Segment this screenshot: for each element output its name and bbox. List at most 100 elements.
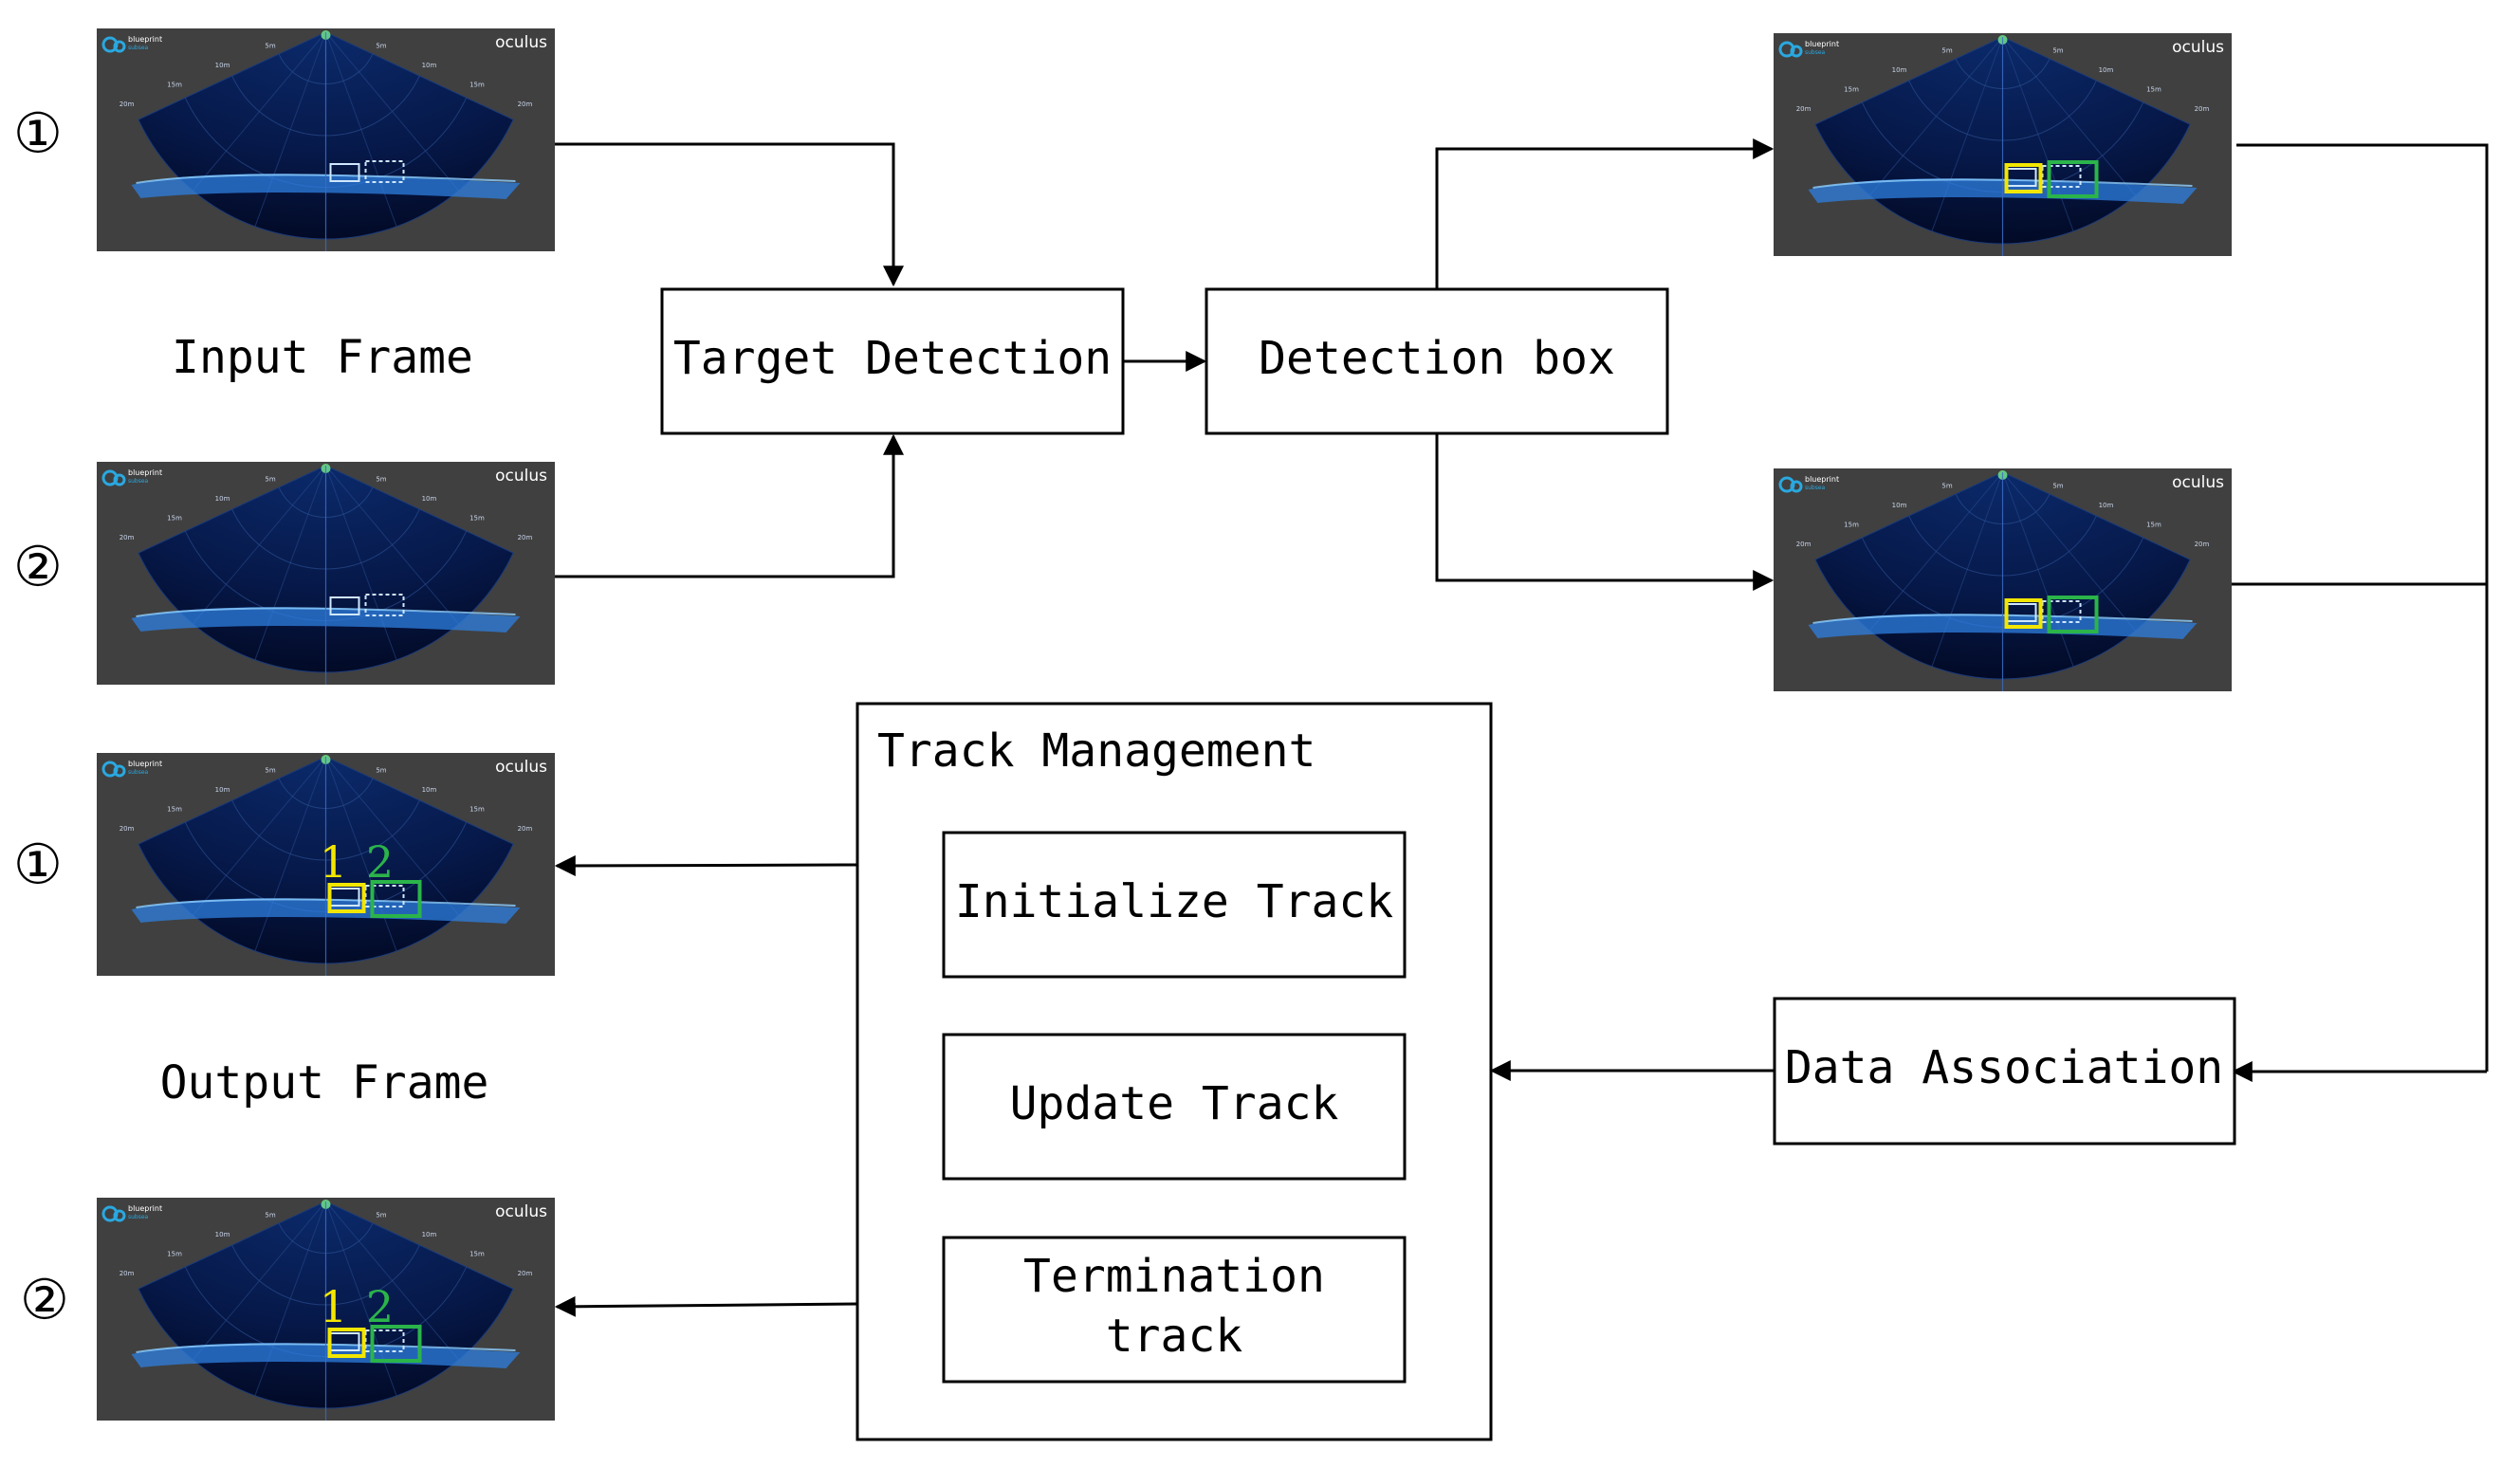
range-label: 15m <box>167 806 182 814</box>
detection-box-green <box>370 1325 422 1363</box>
oculus-logo: oculus <box>495 33 547 52</box>
detection-box-green <box>2047 596 2099 633</box>
detection-box-green <box>370 880 422 918</box>
bearing-line <box>2002 36 2074 232</box>
range-label: 5m <box>376 767 386 775</box>
range-label: 15m <box>469 82 485 89</box>
range-label: 10m <box>422 495 437 503</box>
range-label: 10m <box>215 786 230 794</box>
logo-mark <box>1778 41 1795 58</box>
marker-output-2: ② <box>20 1269 69 1330</box>
bearing-line <box>325 465 460 625</box>
range-label: 5m <box>2052 483 2063 490</box>
range-label: 5m <box>1941 483 1952 490</box>
oculus-logo: oculus <box>495 758 547 777</box>
track-id-1: 1 <box>320 1281 347 1332</box>
logo-mark <box>1790 480 1803 493</box>
logo-mark <box>1790 45 1803 58</box>
range-label: 5m <box>376 476 386 484</box>
range-label: 5m <box>265 767 275 775</box>
target-echo-2 <box>364 594 405 616</box>
range-label: 20m <box>518 825 533 833</box>
input-frame-label: Input Frame <box>172 331 473 384</box>
process-boxes <box>660 287 2236 1441</box>
target-detection-box <box>660 287 1125 435</box>
range-label: 10m <box>422 62 437 69</box>
range-label: 15m <box>469 515 485 523</box>
range-label: 20m <box>120 534 135 541</box>
logo-mark <box>101 469 119 486</box>
logo-mark <box>113 1209 126 1222</box>
range-label: 20m <box>518 1270 533 1277</box>
logo-text: blueprint <box>1805 475 1839 484</box>
arrow-track-to-output1 <box>554 854 858 876</box>
marker-output-1: ① <box>13 834 63 895</box>
update-track-label: Update Track <box>1010 1077 1339 1130</box>
logo-text: blueprint <box>128 35 162 44</box>
range-label: 20m <box>518 101 533 108</box>
seabed-highlight <box>1812 614 2193 624</box>
arrow-box-to-detected1 <box>1435 138 1775 289</box>
bearing-line <box>325 31 460 192</box>
range-label: 10m <box>422 786 437 794</box>
bearing-line <box>2002 36 2137 196</box>
frame-markers: ① ② ① ② <box>13 102 69 1330</box>
logo-mark <box>113 473 126 486</box>
range-label: 5m <box>265 476 275 484</box>
seabed-highlight <box>1812 178 2193 189</box>
arrow-box-to-detected2 <box>1435 433 1775 591</box>
frame-captions: Input Frame Output Frame <box>160 331 489 1109</box>
termination-track-label-line2: track <box>1106 1310 1243 1363</box>
connectors <box>554 138 2489 1317</box>
bearing-line <box>325 1201 460 1361</box>
range-label: 10m <box>1892 66 1907 74</box>
termination-track-box <box>942 1236 1407 1384</box>
bearing-line <box>325 756 397 952</box>
range-label: 15m <box>167 82 182 89</box>
range-label: 10m <box>2099 66 2114 74</box>
line-detected1-right <box>2236 143 2489 1072</box>
detection-box-yellow <box>327 1328 366 1358</box>
logo-mark <box>101 36 119 53</box>
detection-box-yellow <box>327 883 366 913</box>
bearing-line <box>1868 471 2003 632</box>
track-management-label: Track Management <box>877 724 1315 778</box>
bearing-line <box>325 756 460 916</box>
seabed-highlight <box>136 898 516 908</box>
range-label: 15m <box>469 806 485 814</box>
range-label: 5m <box>265 43 275 50</box>
logo-subtext: subsea <box>128 45 149 51</box>
bearing-line <box>254 465 326 661</box>
logo-subtext: subsea <box>128 769 149 776</box>
seabed-highlight <box>136 174 516 184</box>
bearing-line <box>254 756 326 952</box>
logo-mark <box>101 1205 119 1222</box>
logo-subtext: subsea <box>1805 485 1826 491</box>
range-label: 15m <box>2146 86 2161 94</box>
range-label: 10m <box>422 1231 437 1238</box>
target-echo-2 <box>364 160 405 183</box>
target-echo-1 <box>329 163 360 182</box>
logo-mark <box>113 764 126 778</box>
bearing-line <box>192 1201 326 1361</box>
detection-box-label: Detection box <box>1259 332 1615 385</box>
range-label: 15m <box>1844 86 1859 94</box>
range-label: 15m <box>167 1251 182 1258</box>
range-label: 20m <box>2195 105 2210 113</box>
detection-box-yellow <box>2004 598 2043 629</box>
bearing-line <box>1931 471 2003 668</box>
bearing-line <box>192 465 326 625</box>
bearing-line <box>254 1201 326 1397</box>
track-id-1: 1 <box>320 836 347 888</box>
range-label: 5m <box>376 1212 386 1219</box>
range-label: 10m <box>1892 502 1907 509</box>
range-label: 20m <box>1796 105 1812 113</box>
